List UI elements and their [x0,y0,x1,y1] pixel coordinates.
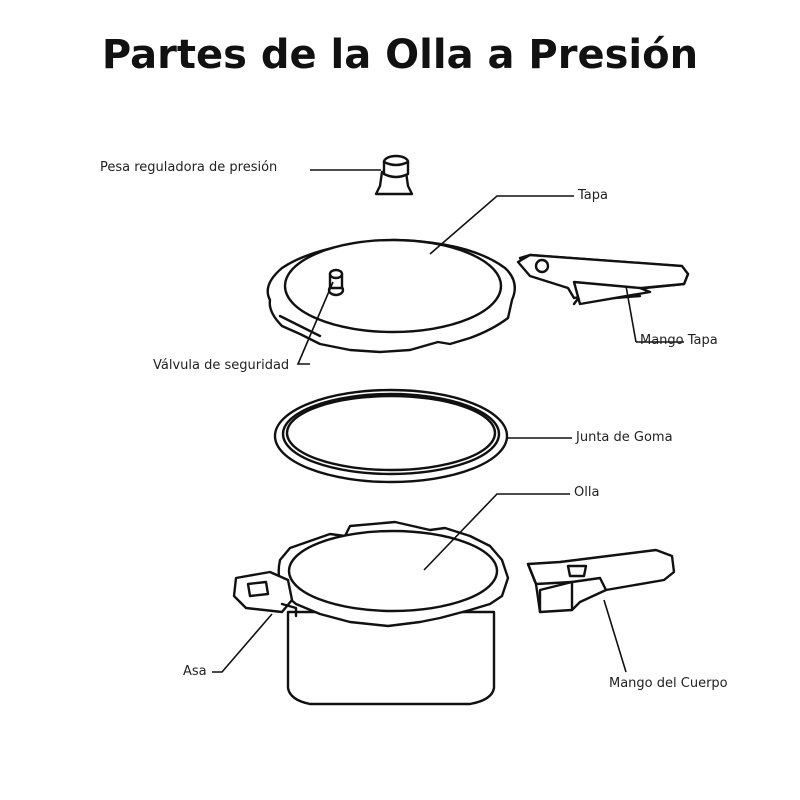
pot-shape [232,520,510,706]
gasket-shape [273,388,509,484]
leader-safety-valve [296,281,334,365]
leader-lid [429,195,574,255]
body-handle-shape [526,548,676,614]
leader-side-handle [212,613,273,673]
leader-lid-handle [625,285,637,343]
label-safety-valve: Válvula de seguridad [153,358,290,373]
label-pot: Olla [574,485,600,500]
label-gasket: Junta de Goma [576,430,673,445]
lid-handle-shape [516,253,690,306]
leader-pot [423,493,570,571]
label-lid: Tapa [578,188,608,203]
leader-lines [212,169,684,673]
label-lid-handle: Mango Tapa [640,333,718,348]
label-pressure-weight: Pesa reguladora de presión [100,160,278,175]
label-side-handle: Asa [183,664,207,679]
diagram-title: Partes de la Olla a Presión [101,32,699,78]
lid-shape [266,238,516,354]
leader-body-handle [603,599,627,673]
label-body-handle: Mango del Cuerpo [609,676,728,691]
pressure-weight-shape [374,154,414,196]
